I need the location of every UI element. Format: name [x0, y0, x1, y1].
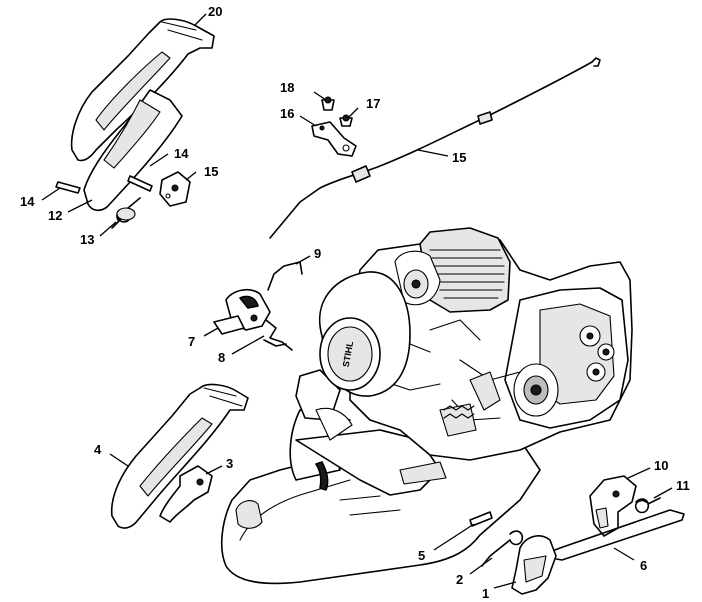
callout-10: 10 — [654, 458, 668, 473]
part-7-choke-lever — [213, 288, 271, 335]
callout-17: 16 — [280, 106, 294, 121]
callout-15: 15 — [204, 164, 218, 179]
part-10-interlock-lever — [589, 475, 637, 537]
part-1-interlock — [511, 535, 557, 595]
callout-6: 6 — [640, 558, 647, 573]
callout-labels: 20 18 17 16 15 14 15 14 12 13 9 7 8 4 3 … — [20, 4, 690, 601]
chainsaw-housing — [220, 227, 633, 585]
part-17-throttle-lever — [311, 121, 357, 157]
callout-19: 18 — [280, 80, 294, 95]
stihl-logo: STIHL — [341, 340, 355, 368]
leader-lines — [41, 13, 673, 589]
callout-3: 3 — [226, 456, 233, 471]
starter-cover: STIHL — [318, 271, 411, 397]
part-4-handle-molding — [110, 383, 249, 529]
callout-20: 20 — [208, 4, 222, 19]
part-19-screw — [321, 96, 335, 111]
part-9-rod — [267, 261, 303, 291]
callout-12: 12 — [48, 208, 62, 223]
part-3-throttle-trigger — [159, 465, 213, 523]
part-12-handle — [83, 89, 183, 212]
callout-13: 13 — [80, 232, 94, 247]
callout-11: 11 — [676, 478, 690, 493]
callout-18: 17 — [366, 96, 380, 111]
callout-4: 4 — [94, 442, 102, 457]
callout-14-right: 14 — [174, 146, 189, 161]
part-13-torsion-spring — [111, 197, 141, 229]
part-16-throttle-cable — [269, 57, 601, 239]
callout-14-left: 14 — [20, 194, 35, 209]
callout-16: 15 — [452, 150, 466, 165]
callout-5: 5 — [418, 548, 425, 563]
callout-2: 2 — [456, 572, 463, 587]
callout-9: 9 — [314, 246, 321, 261]
svg-text:STIHL: STIHL — [341, 340, 355, 368]
callout-1: 1 — [482, 586, 489, 601]
part-14-pin-left — [55, 181, 81, 194]
part-5-pin — [469, 511, 493, 527]
part-11-spring — [634, 497, 661, 514]
callout-7: 7 — [188, 334, 195, 349]
part-8-wire-spring — [263, 319, 293, 351]
part-14-pin-right — [127, 175, 153, 192]
callout-8: 8 — [218, 350, 225, 365]
part-15-bearing-block — [159, 171, 191, 207]
part-6-shaft-rod — [539, 509, 685, 561]
